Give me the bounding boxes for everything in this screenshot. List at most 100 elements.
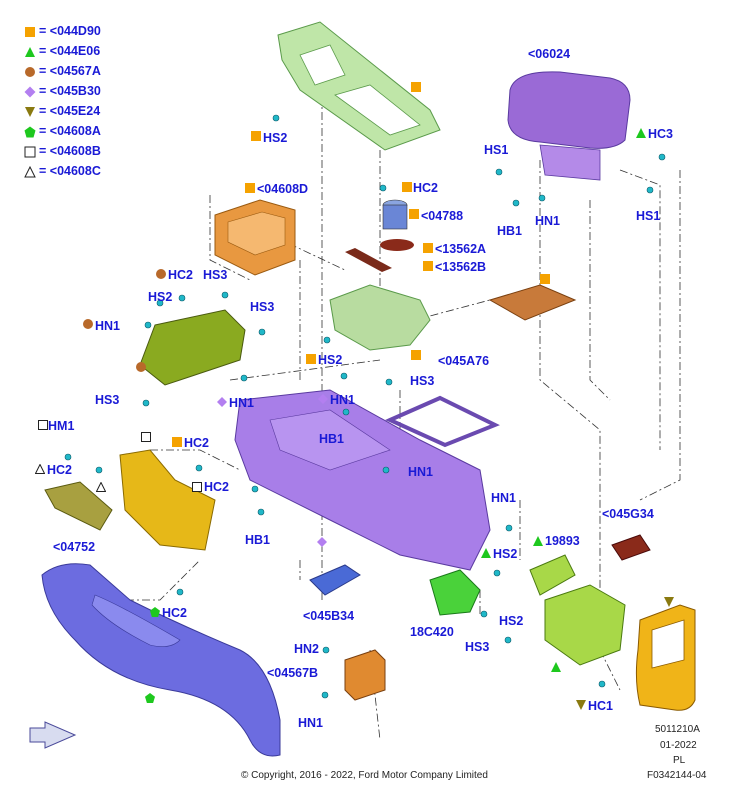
brown-circle-marker [156,269,166,279]
part-label-045a76: <045A76 [438,354,490,368]
fastener-label-hn1: HN1 [298,716,324,730]
fastener-label-hn1: HN1 [408,465,434,479]
air-vent [529,554,576,596]
console-side-trim [41,563,281,757]
view-direction-arrow [29,721,77,749]
fastener-label-hs3: HS3 [410,374,435,388]
left-bracket [139,309,246,386]
fastener-label-hn1: HN1 [229,396,255,410]
outline-triangle-icon [24,166,36,178]
orange-square-marker [423,261,433,271]
part-label-06024: <06024 [528,47,571,61]
part-label-04788: <04788 [421,209,464,223]
outline-square-marker [141,432,151,442]
legend-label: = <04567A [39,64,101,78]
part-label-04608d: <04608D [257,182,309,196]
fastener-label-hs2: HS2 [318,353,343,367]
outline-square-marker [192,482,202,492]
console-top-bezel [277,21,441,151]
part-label-04567b: <04567B [267,666,319,680]
fastener-label-hs3: HS3 [95,393,120,407]
outline-square-icon [24,146,36,158]
fastener-label-hn1: HN1 [491,491,517,505]
console-frame [385,395,500,448]
fastener-label-hs3: HS3 [203,268,228,282]
orange-square-marker [306,354,316,364]
fastener-label-hs1: HS1 [484,143,509,157]
green-triangle-marker [533,536,543,546]
green-pentagon-marker [150,607,160,617]
orange-square-marker [411,350,421,360]
fastener-label-hc2: HC2 [162,606,188,620]
fastener-label-hs2: HS2 [493,547,518,561]
fastener-label-hn1: HN1 [95,319,121,333]
fastener-label-hc2: HC2 [204,480,230,494]
fastener-label-hc3: HC3 [648,127,674,141]
part-label-04752: <04752 [53,540,96,554]
fastener-label-hc2: HC2 [184,436,210,450]
rear-panel [544,584,626,666]
orange-square-marker [172,437,182,447]
fastener-label-hc2: HC2 [168,268,194,282]
green-triangle-marker [551,662,561,672]
fastener-label-hc2: HC2 [413,181,439,195]
illustration-code: 5011210A [655,724,700,735]
fastener-label-hs3: HS3 [465,640,490,654]
part-label-13562b: <13562B [435,260,487,274]
olive-down-triangle-marker [664,597,674,607]
orange-square-marker [251,131,261,141]
part-label-045b34: <045B34 [303,609,355,623]
brown-circle-marker [136,362,146,372]
fastener-label-hb1: HB1 [319,432,345,446]
orange-square-icon [25,27,35,37]
rear-bezel [635,604,696,711]
small-cover [344,649,386,701]
violet-diamond-marker [217,397,227,407]
orange-square-marker [409,209,419,219]
orange-square-marker [423,243,433,253]
violet-diamond-icon [24,86,36,98]
fastener-label-hs3: HS3 [250,300,275,314]
part-label-19893: 19893 [545,534,580,548]
fastener-label-hs2: HS2 [263,131,288,145]
fastener-label-hs2: HS2 [148,290,173,304]
cup-holder-insert [345,199,414,272]
green-pentagon-icon [24,126,36,138]
violet-diamond-marker [318,394,328,404]
green-triangle-marker [636,128,646,138]
orange-square-marker [540,274,550,284]
orange-square-marker [245,183,255,193]
outline-triangle-marker [35,464,45,474]
rear-mat [611,534,651,561]
fasteners [64,114,666,699]
fastener-label-hn1: HN1 [535,214,561,228]
outline-square-marker [38,420,48,430]
olive-down-triangle-icon [25,107,35,117]
part-label-18c420: 18C420 [410,625,454,639]
legend-label: = <044E06 [39,44,101,58]
console-body [234,389,491,571]
fastener-label-hn2: HN2 [294,642,320,656]
legend-label: = <04608A [39,124,101,138]
fastener-label-hc1: HC1 [588,699,614,713]
storage-bin [214,199,296,276]
green-pentagon-marker [145,693,155,703]
legend-label: = <04608B [39,144,101,158]
outline-triangle-marker [96,482,106,492]
copyright-notice: © Copyright, 2016 - 2022, Ford Motor Com… [241,770,488,781]
fastener-label-hb1: HB1 [497,224,523,238]
fastener-label-hc2: HC2 [47,463,73,477]
fastener-label-hs1: HS1 [636,209,661,223]
fastener-label-hs2: HS2 [499,614,524,628]
legend-label: = <045B30 [39,84,101,98]
orange-square-marker [411,82,421,92]
center-tray [329,284,431,351]
language-code: PL [673,755,686,766]
legend-label: = <04608C [39,164,101,178]
brown-circle-marker [83,319,93,329]
part-label-13562a: <13562A [435,242,487,256]
fastener-label-hm1: HM1 [48,419,75,433]
part-label-045g34: <045G34 [602,507,654,521]
